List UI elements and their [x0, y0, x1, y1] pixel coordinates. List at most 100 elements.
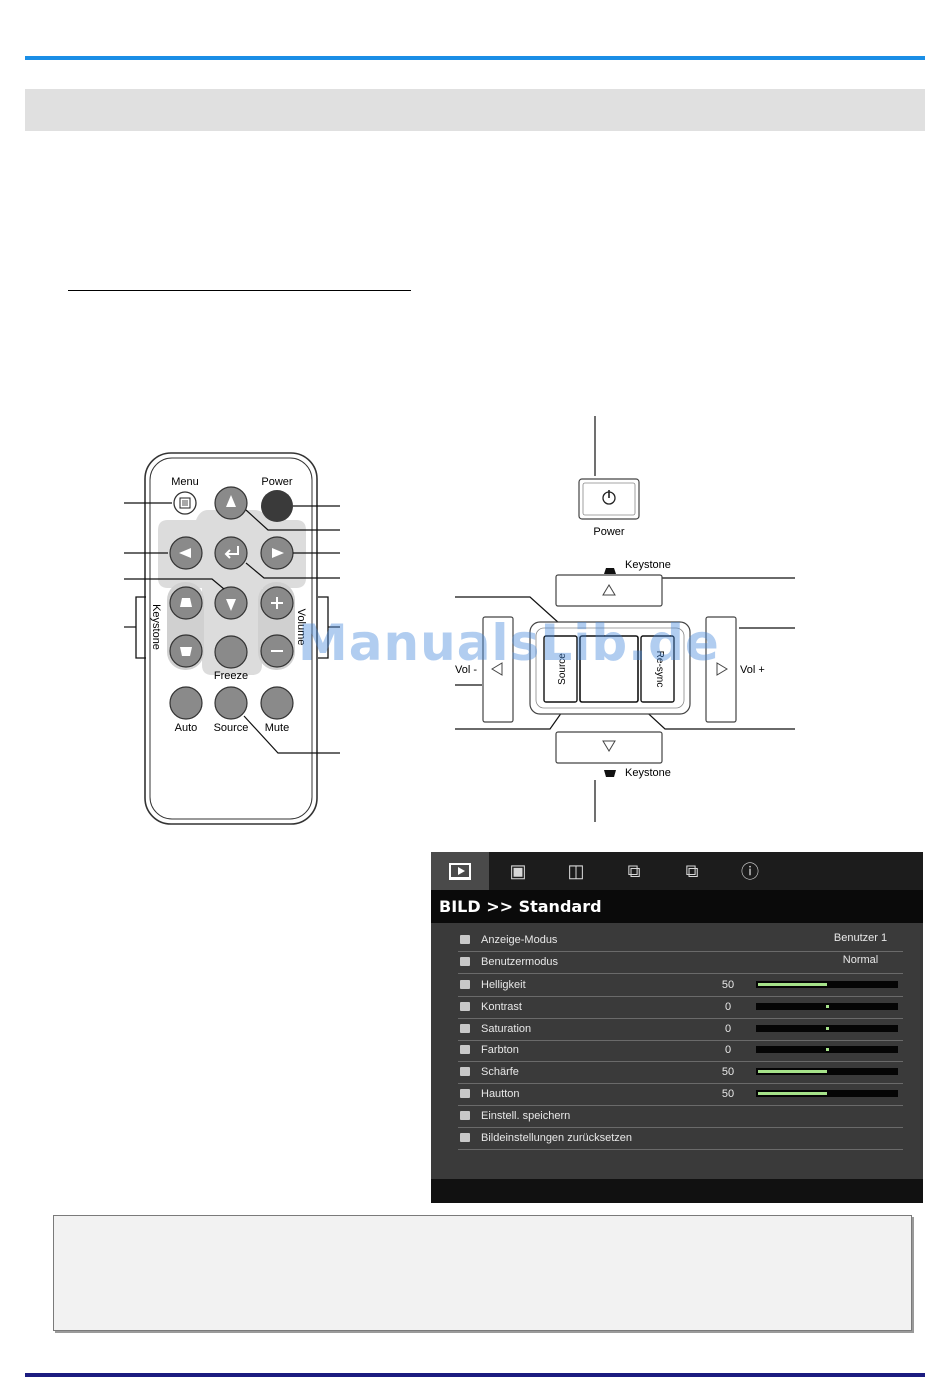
osd-row-label: Saturation [481, 1023, 532, 1035]
settings2-tab-icon: ⧉ [685, 860, 699, 881]
keystone-down-key[interactable] [555, 731, 663, 764]
osd-row[interactable]: Kontrast 0 [458, 996, 903, 1019]
tint-icon [460, 1045, 470, 1054]
slider-fill [758, 983, 827, 986]
keystone-down-icon [180, 647, 192, 656]
osd-slider[interactable] [756, 1025, 898, 1032]
left-arrow-icon [179, 548, 191, 558]
keypad-power-button[interactable] [578, 478, 640, 520]
down-arrow-icon [226, 599, 236, 611]
right-arrow-icon [272, 548, 284, 558]
bottom-rule [25, 1373, 925, 1377]
osd-row-value: 0 [724, 1044, 732, 1056]
watermark: ManualsLib.de [298, 614, 720, 672]
osd-row[interactable]: Farbton 0 [458, 1039, 903, 1062]
menu-enter-key[interactable] [579, 635, 639, 703]
osd-row-value: 50 [721, 1066, 735, 1078]
display-mode-icon [460, 935, 470, 944]
tab-settings[interactable]: ⧉ [605, 852, 663, 890]
plus-icon [271, 597, 283, 609]
header-band [25, 89, 925, 131]
osd-row-value: 0 [724, 1001, 732, 1013]
freeze-label: Freeze [214, 670, 248, 682]
keystone-up-icon [180, 598, 192, 607]
keystone-bottom-label: Keystone [625, 767, 671, 779]
keystone-label: Keystone [150, 604, 162, 650]
osd-row-label: Helligkeit [481, 979, 526, 991]
vol-plus-key[interactable] [705, 616, 737, 723]
osd-row[interactable]: Schärfe 50 [458, 1061, 903, 1084]
osd-row-label: Kontrast [481, 1001, 522, 1013]
source-key-label: Source [557, 653, 568, 685]
slider-marker [826, 1048, 829, 1051]
auto-button[interactable] [169, 686, 203, 720]
slider-fill [758, 1092, 827, 1095]
image-tab-icon: ▣ [509, 860, 527, 881]
tab-image[interactable]: ▣ [489, 852, 547, 890]
tab-display[interactable]: ◫ [547, 852, 605, 890]
remote-control-figure: Menu Power Freeze Auto Source Mute Keyst… [124, 452, 340, 825]
left-triangle-icon [491, 662, 503, 676]
osd-footer [431, 1179, 923, 1203]
osd-row[interactable]: Bildeinstellungen zurücksetzen [458, 1127, 903, 1150]
osd-row-value: 0 [724, 1023, 732, 1035]
keystone-top-label: Keystone [625, 559, 671, 571]
freeze-button[interactable] [214, 635, 248, 669]
keystone-up-key[interactable] [555, 574, 663, 607]
osd-slider[interactable] [756, 1003, 898, 1010]
osd-row-label: Schärfe [481, 1066, 519, 1078]
slider-marker [826, 1005, 829, 1008]
up-triangle-icon [602, 584, 616, 596]
sharpness-icon [460, 1067, 470, 1076]
save-settings-icon [460, 1111, 470, 1120]
osd-slider[interactable] [756, 1046, 898, 1053]
osd-slider[interactable] [756, 981, 898, 988]
tab-info[interactable]: ⓘ [721, 852, 779, 890]
keypad-figure: Power Keystone Vol - Vol + Source Re-syn… [455, 416, 795, 822]
vol-plus-label: Vol + [740, 664, 765, 676]
osd-row-option[interactable]: Benutzer 1 [833, 932, 888, 944]
osd-slider[interactable] [756, 1090, 898, 1097]
source-button[interactable] [214, 686, 248, 720]
right-triangle-icon [716, 662, 728, 676]
keystone-top-icon [604, 568, 616, 574]
osd-tab-bar: ▣ ◫ ⧉ ⧉ ⓘ [431, 852, 923, 890]
volume-label: Volume [295, 609, 307, 646]
osd-row[interactable]: Helligkeit 50 [458, 974, 903, 997]
skin-tone-icon [460, 1089, 470, 1098]
osd-row[interactable]: Saturation 0 [458, 1018, 903, 1041]
power-button[interactable] [261, 490, 293, 522]
source-label: Source [214, 722, 249, 734]
osd-row-value: 50 [721, 979, 735, 991]
tab-settings2[interactable]: ⧉ [663, 852, 721, 890]
tab-bild[interactable] [431, 852, 489, 890]
resync-key[interactable] [640, 635, 675, 703]
vol-minus-key[interactable] [482, 616, 514, 723]
source-key[interactable] [543, 635, 578, 703]
mute-button[interactable] [260, 686, 294, 720]
osd-row-label: Bildeinstellungen zurücksetzen [481, 1132, 633, 1144]
menu-label: Menu [171, 476, 199, 488]
osd-row[interactable]: Einstell. speichern [458, 1105, 903, 1128]
info-tab-icon: ⓘ [741, 862, 759, 882]
osd-row-label: Einstell. speichern [481, 1110, 571, 1122]
mute-label: Mute [265, 722, 289, 734]
auto-label: Auto [175, 722, 198, 734]
top-rule [25, 56, 925, 60]
remote-body-inner [149, 457, 313, 820]
reset-icon [460, 1133, 470, 1142]
section-rule [68, 290, 411, 291]
bild-tab-icon [449, 862, 471, 880]
osd-row-label: Hautton [481, 1088, 520, 1100]
osd-slider[interactable] [756, 1068, 898, 1075]
slider-fill [758, 1070, 827, 1073]
vol-minus-label: Vol - [455, 664, 477, 676]
osd-row-option[interactable]: Normal [842, 954, 879, 966]
contrast-icon [460, 1002, 470, 1011]
menu-icon [179, 497, 191, 509]
osd-row-label: Farbton [481, 1044, 519, 1056]
slider-marker [826, 1027, 829, 1030]
